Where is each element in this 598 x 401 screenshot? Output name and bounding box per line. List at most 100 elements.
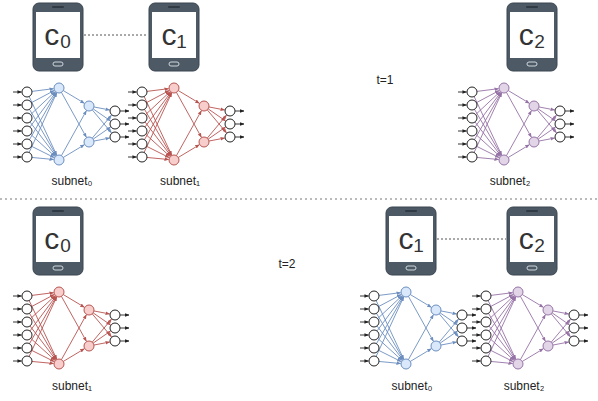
input-arrow [458,131,467,132]
weight-link [176,92,201,137]
weight-link [376,301,404,359]
phone-screen-area: c₀ [36,216,80,262]
neuron [369,343,379,353]
output-arrow [235,137,244,138]
neuron [22,100,32,110]
weight-link [30,122,56,156]
subnet-label: subnet₀ [51,175,92,188]
neuron [199,101,209,111]
neuron [369,356,379,366]
input-arrow [13,335,22,336]
input-arrow [458,118,467,119]
connection-line [437,239,506,240]
input-arrow [458,144,467,145]
neuron [369,304,379,314]
neuron [54,287,64,297]
neuron [467,113,477,123]
weight-link [553,342,569,345]
neuron [457,310,467,320]
phone-screen [36,12,80,58]
weight-link [146,92,170,115]
phone-body [149,3,199,71]
weight-link [145,122,171,156]
client-label: c₂ [519,20,546,50]
phone-client: c₁ [148,2,200,72]
input-arrow [360,335,369,336]
weight-link [441,311,457,314]
neuron [369,317,379,327]
weight-link [31,296,55,319]
neuron [110,336,120,346]
phone-speaker [526,6,538,8]
phone-body [33,207,83,275]
weight-link [61,92,86,137]
weight-link [377,326,403,360]
weight-link [30,326,56,360]
neuron [54,83,64,93]
connection-line [84,35,148,36]
neuron [137,100,147,110]
weight-link [508,145,529,158]
weight-link [489,326,515,360]
output-arrow [565,111,574,112]
neuron [84,101,94,111]
output-arrow [579,341,588,342]
weight-link [506,111,531,156]
weight-link [31,295,54,307]
input-arrow [13,309,22,310]
weight-link [29,301,57,359]
neuron [22,291,32,301]
input-arrow [458,157,467,158]
neural-network [458,83,574,165]
neuron [169,155,179,165]
input-arrow [472,348,481,349]
weight-link [207,110,226,133]
weight-link [378,350,401,361]
weight-link [29,297,56,344]
weight-link [92,115,111,138]
weight-link [379,361,401,363]
weight-link [207,115,226,138]
phone-screen-area: c₂ [510,12,554,58]
neuron [481,304,491,314]
weight-link [92,110,111,133]
subnet-label: subnet₀ [391,380,432,393]
input-arrow [13,296,22,297]
time-step-label: t=1 [376,74,393,87]
neuron [369,330,379,340]
neural-network [360,287,476,369]
neuron [467,152,477,162]
neuron [555,132,565,142]
weight-link [94,311,110,314]
weight-link [147,89,169,92]
input-arrow [128,157,137,158]
weight-link [31,134,55,156]
weight-link [475,122,501,156]
neuron [225,132,235,142]
weight-link [146,146,169,157]
input-arrow [13,92,22,93]
neuron [84,341,94,351]
subnet-label: subnet₂ [490,175,531,188]
output-arrow [467,341,476,342]
neuron [457,323,467,333]
neuron [84,305,94,315]
weight-link [490,338,514,360]
weight-link [488,297,516,356]
neuron [22,87,32,97]
neural-network [13,287,129,369]
weight-link [439,319,458,342]
neuron [499,83,509,93]
input-arrow [13,322,22,323]
weight-link [61,296,86,341]
weight-link [552,331,569,343]
output-arrow [235,111,244,112]
input-arrow [13,348,22,349]
weight-link [94,138,110,141]
weight-link [490,296,514,319]
neuron [22,356,32,366]
weight-link [146,134,170,156]
neuron [513,359,523,369]
weight-link [31,146,54,157]
neuron [110,310,120,320]
